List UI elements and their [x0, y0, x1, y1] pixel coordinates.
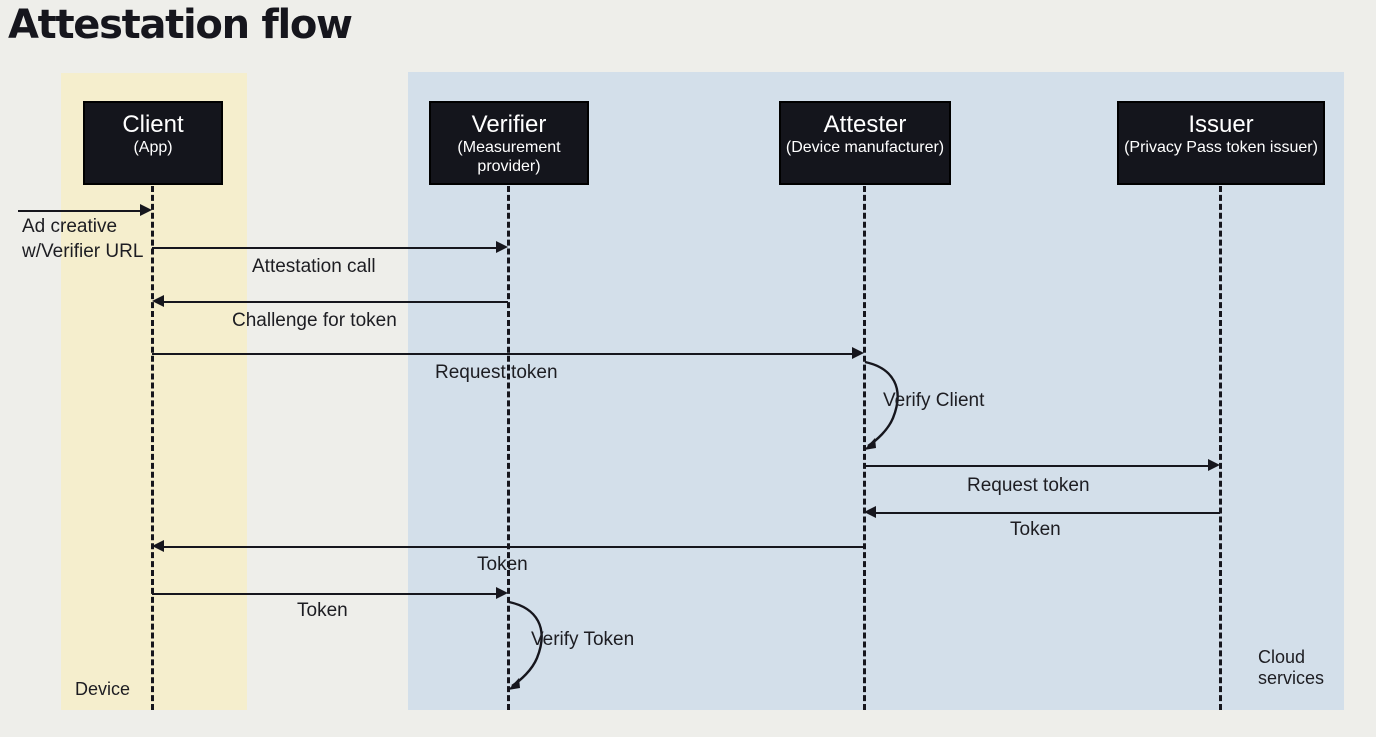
message-line-request-token-client	[152, 353, 852, 355]
actor-subtitle-attester: (Device manufacturer)	[785, 139, 945, 156]
arrowhead-ad-creative	[140, 204, 152, 216]
actor-name-verifier: Verifier	[471, 111, 547, 138]
actor-subtitle-issuer: (Privacy Pass token issuer)	[1124, 139, 1318, 156]
arrowhead-request-token-attester	[1208, 459, 1220, 471]
message-label-request-token-attester: Request token	[967, 475, 1090, 496]
arrowhead-request-token-client	[852, 347, 864, 359]
actor-subtitle-verifier: (Measurement provider)	[457, 139, 561, 175]
arrowhead-attestation-call	[496, 241, 508, 253]
zone-label-cloud-line2: services	[1258, 668, 1325, 688]
page-title: Attestation flow	[8, 2, 353, 48]
actor-name-issuer: Issuer	[1188, 111, 1254, 138]
message-label-verify-client: Verify Client	[883, 390, 985, 411]
message-label-token-issuer-attester: Token	[1010, 519, 1061, 540]
actor-box-attester[interactable]: Attester (Device manufacturer)	[779, 101, 951, 185]
message-label-attestation-call: Attestation call	[252, 256, 376, 277]
zone-label-cloud-line1: Cloud	[1258, 647, 1306, 667]
arrowhead-challenge-for-token	[152, 295, 164, 307]
selfloop-verify-token	[507, 598, 567, 698]
zone-label-device: Device	[75, 679, 131, 699]
zone-label-cloud: Cloud services	[1258, 647, 1324, 689]
lifeline-attester	[863, 186, 866, 710]
message-line-challenge-for-token	[164, 301, 508, 303]
actor-box-issuer[interactable]: Issuer (Privacy Pass token issuer)	[1117, 101, 1325, 185]
lifeline-issuer	[1219, 186, 1222, 710]
message-line-ad-creative	[18, 210, 140, 212]
message-line-request-token-attester	[864, 465, 1208, 467]
message-label-token-client-verifier: Token	[297, 600, 348, 621]
arrowhead-token-issuer-attester	[864, 506, 876, 518]
actor-box-verifier[interactable]: Verifier (Measurement provider)	[429, 101, 589, 185]
arrowhead-token-client-verifier	[496, 587, 508, 599]
message-line-token-client-verifier	[152, 593, 496, 595]
lifeline-client	[151, 186, 154, 710]
message-label-ad-creative: Ad creative w/Verifier URL	[22, 216, 144, 262]
actor-name-client: Client	[122, 111, 184, 138]
message-label-challenge-for-token: Challenge for token	[232, 310, 397, 331]
arrowhead-token-attester-client	[152, 540, 164, 552]
message-label-request-token-client: Request token	[435, 362, 558, 383]
message-line-attestation-call	[152, 247, 496, 249]
message-line-token-attester-client	[164, 546, 864, 548]
message-line-token-issuer-attester	[876, 512, 1220, 514]
actor-name-attester: Attester	[823, 111, 907, 138]
selfloop-verify-client	[863, 358, 923, 458]
message-label-token-attester-client: Token	[477, 554, 528, 575]
actor-box-client[interactable]: Client (App)	[83, 101, 223, 185]
actor-subtitle-client: (App)	[133, 139, 173, 156]
message-label-verify-token: Verify Token	[531, 629, 635, 650]
lifeline-verifier	[507, 186, 510, 710]
